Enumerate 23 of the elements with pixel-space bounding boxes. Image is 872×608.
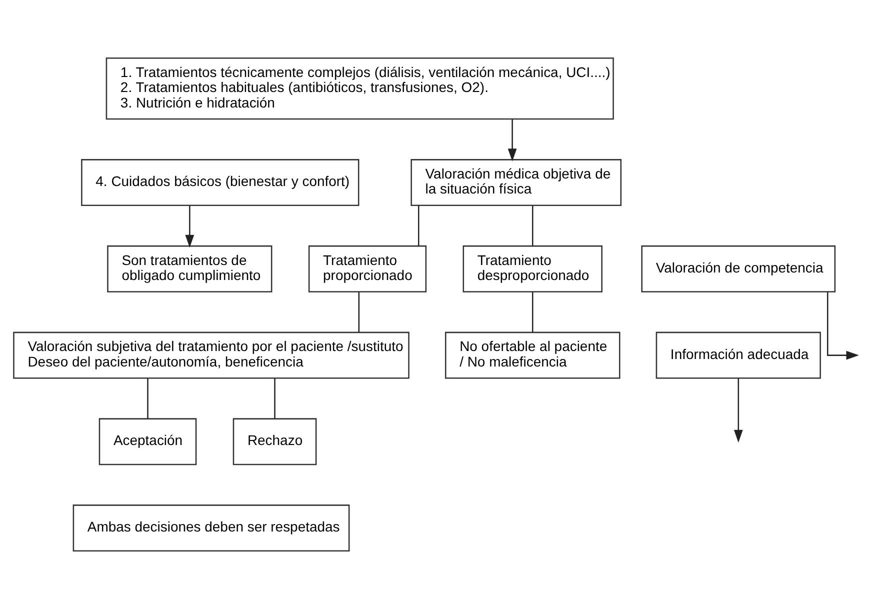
node-box: 1. Tratamientos técnicamente complejos (diálisis, ventilación mecánica, UCI....) 2. Tratamientos habituales (antibióticos, transfusiones, O2). 3. Nutrición e hidratación — [106, 56, 614, 120]
node-box: Rechazo — [232, 418, 317, 465]
connector — [274, 378, 276, 418]
node-box: No ofertable al paciente / No maleficencia — [444, 331, 620, 378]
arrow — [185, 205, 194, 248]
node-box: Tratamiento desproporcionado — [462, 244, 602, 292]
connector — [358, 292, 360, 332]
node-box: Valoración subjetiva del tratamiento por el paciente /sustituto Deseo del paciente/autonomía, beneficencia — [13, 331, 410, 378]
connector — [532, 205, 534, 246]
arrow — [508, 118, 517, 161]
connector — [532, 292, 534, 332]
node-box: 4. Cuidados básicos (bienestar y confort) — [81, 158, 360, 206]
arrow — [734, 378, 743, 442]
node-box: Información adecuada — [656, 331, 821, 378]
arrow — [827, 292, 859, 360]
node-box: Tratamiento proporcionado — [308, 244, 427, 292]
node-box: Valoración médica objetiva de la situación física — [410, 158, 622, 206]
node-box: Ambas decisiones deben ser respetadas — [72, 504, 350, 552]
node-box: Son tratamientos de obligado cumplimiento — [107, 244, 272, 292]
connector — [147, 378, 148, 418]
node-box: Aceptación — [98, 418, 197, 465]
node-box: Valoración de competencia — [641, 244, 836, 292]
connector — [418, 205, 420, 246]
